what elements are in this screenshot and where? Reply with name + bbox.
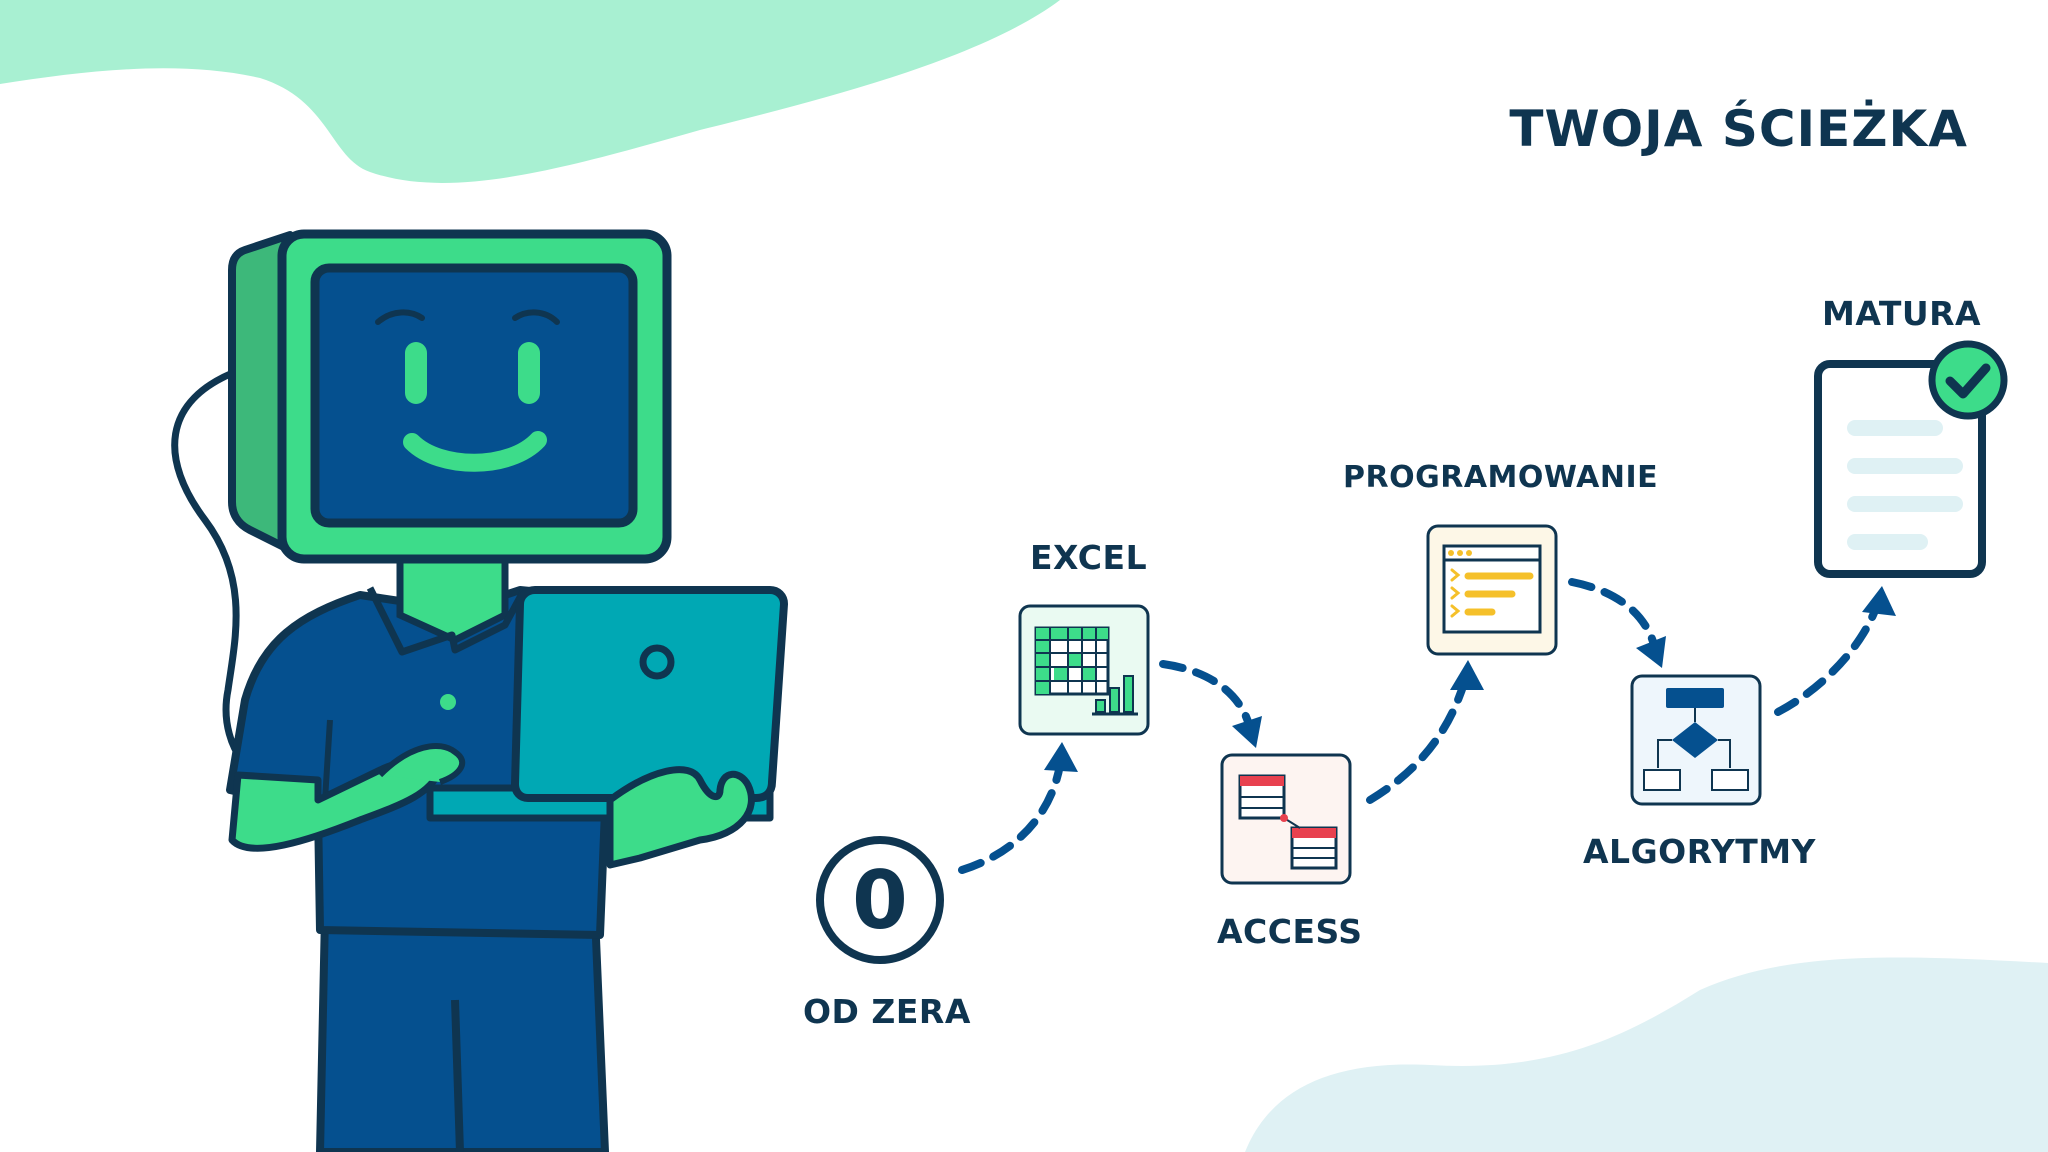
step-excel-icon xyxy=(1018,604,1150,736)
step-label-excel: EXCEL xyxy=(1030,538,1148,577)
robot-right-hand xyxy=(606,766,755,869)
check-badge-icon xyxy=(1928,340,2008,420)
arrow-heads xyxy=(1044,586,1896,772)
zero-glyph: 0 xyxy=(852,854,908,947)
robot-character xyxy=(171,229,788,1152)
step-label-od-zera: OD ZERA xyxy=(803,992,971,1031)
robot-cable xyxy=(171,366,254,774)
step-programowanie-icon xyxy=(1426,524,1558,656)
monitor-screen xyxy=(310,263,638,528)
laptop-logo xyxy=(639,644,675,680)
laptop-lid xyxy=(511,586,788,802)
page-title: TWOJA ŚCIEŻKA xyxy=(1509,100,1968,158)
bottom-right-blob xyxy=(1245,957,2048,1152)
step-algorytmy-icon xyxy=(1630,674,1762,806)
top-left-blob xyxy=(0,0,1060,183)
step-od-zera-icon: 0 xyxy=(816,836,944,964)
path-arrows xyxy=(958,578,1880,874)
step-matura-icon xyxy=(1814,340,2008,578)
step-label-matura: MATURA xyxy=(1822,294,1982,333)
step-label-programowanie: PROGRAMOWANIE xyxy=(1343,460,1659,495)
step-access-icon xyxy=(1220,753,1352,885)
step-label-algorytmy: ALGORYTMY xyxy=(1583,832,1816,871)
step-label-access: ACCESS xyxy=(1217,912,1363,951)
